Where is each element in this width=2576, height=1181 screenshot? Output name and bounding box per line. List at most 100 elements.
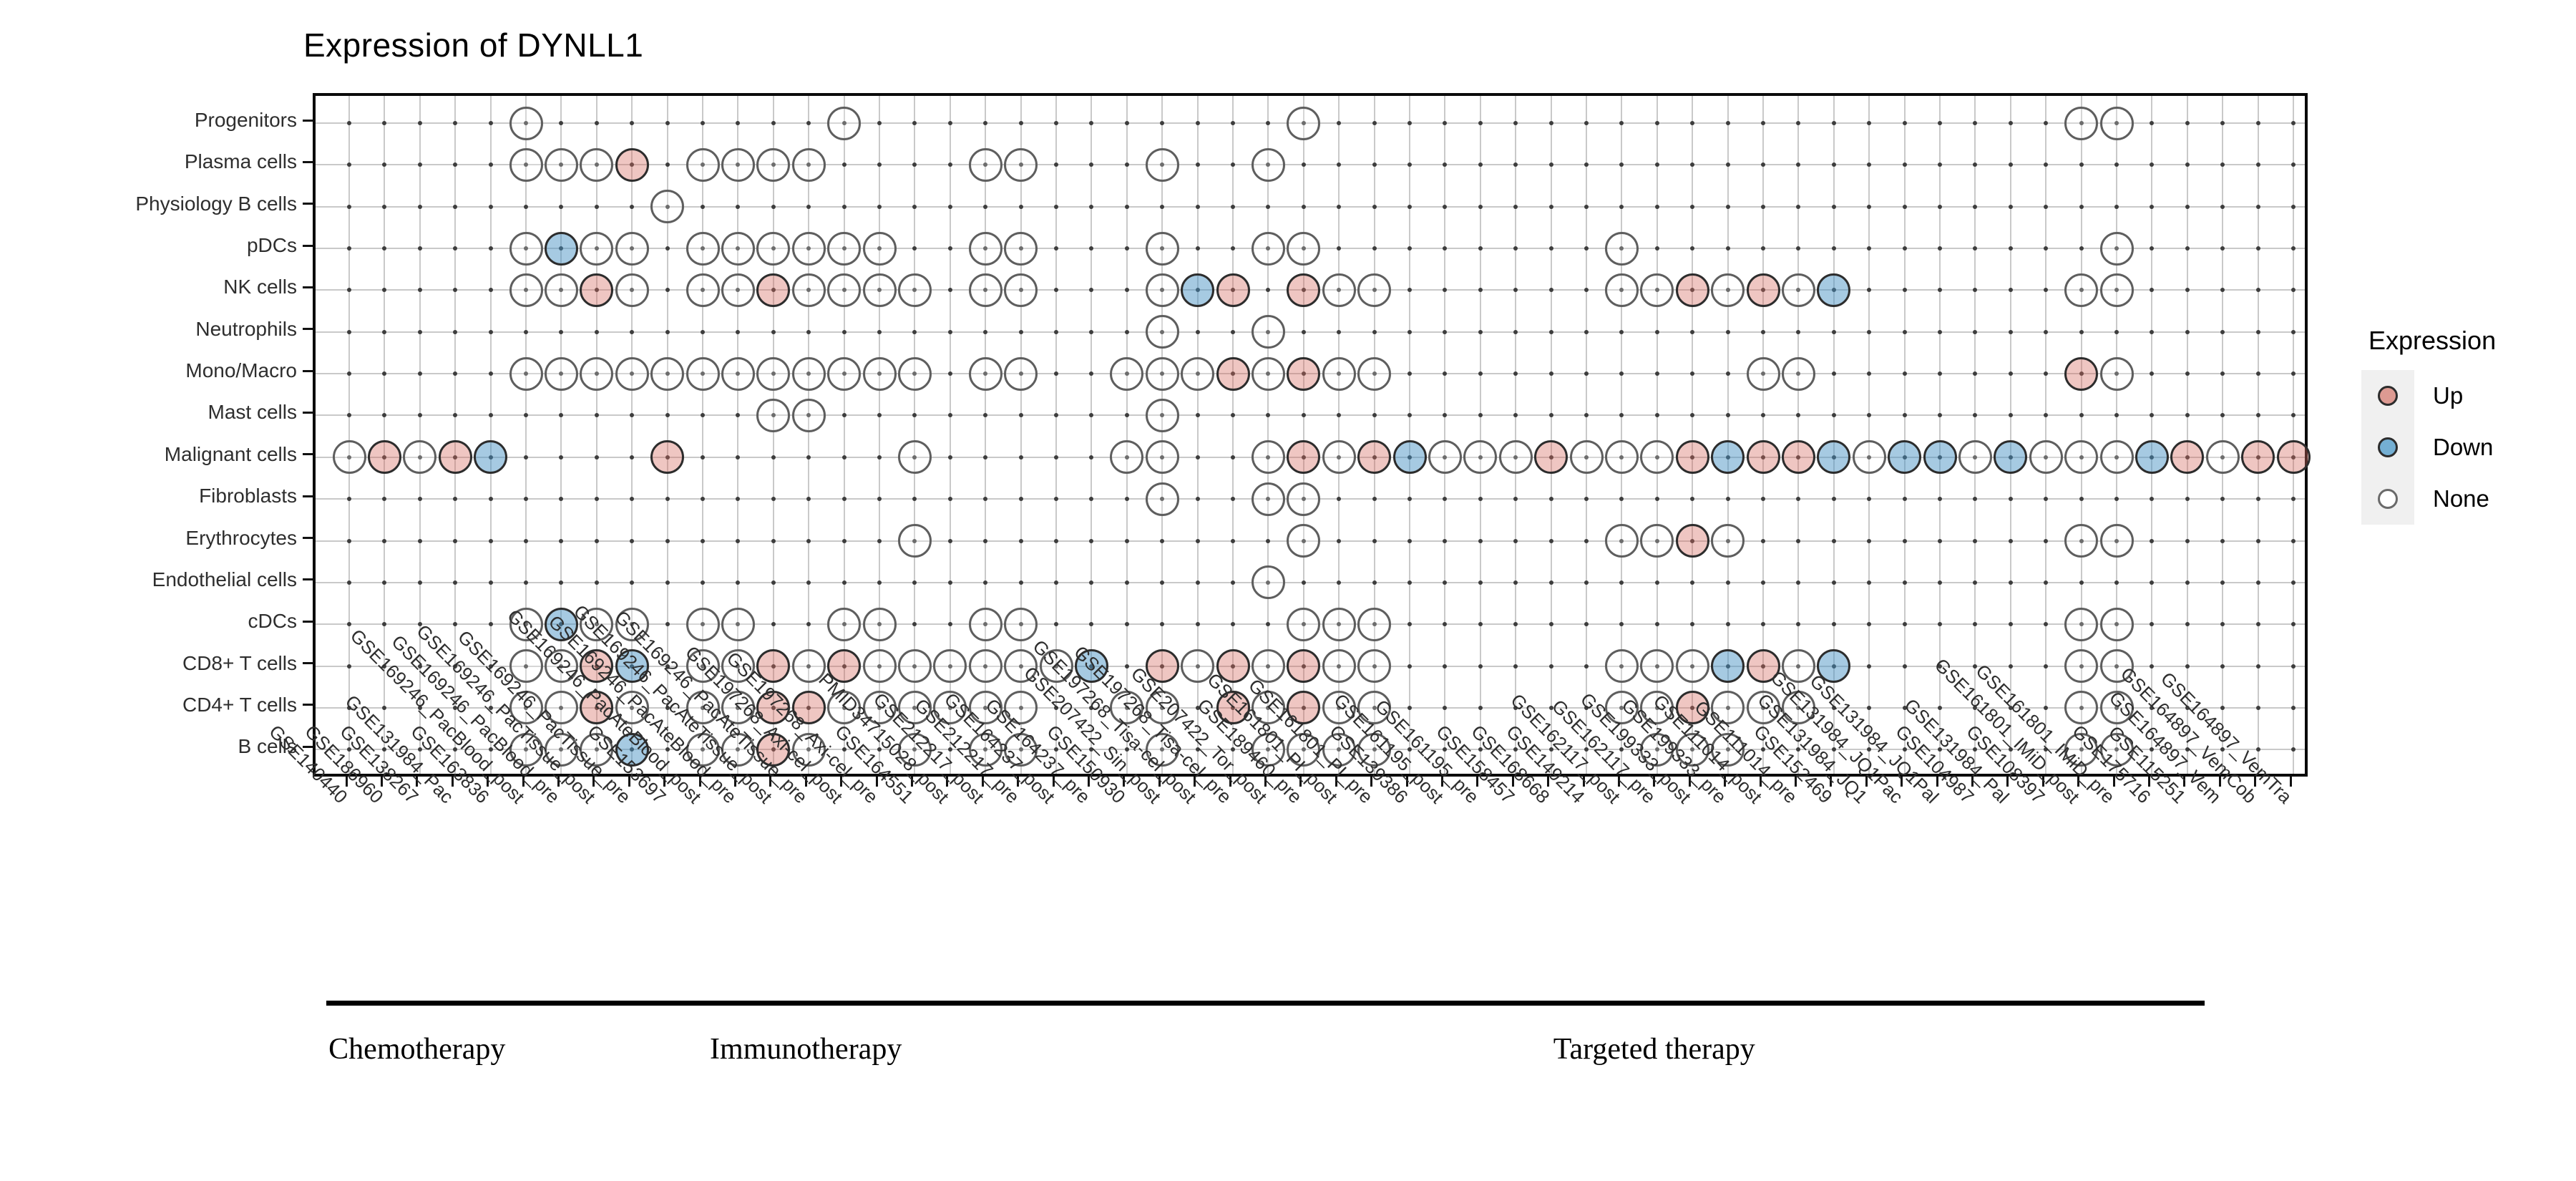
grid-point — [771, 622, 776, 627]
grid-point — [1973, 246, 1978, 251]
grid-point — [2150, 371, 2155, 376]
grid-point — [2291, 329, 2296, 334]
grid-point — [630, 121, 635, 125]
y-axis-tick — [303, 119, 313, 122]
grid-point — [877, 747, 882, 752]
grid-point — [2255, 121, 2260, 125]
expression-dot — [1711, 732, 1745, 767]
grid-point — [1831, 121, 1836, 125]
expression-dot — [1852, 440, 1886, 475]
expression-dot — [686, 273, 720, 307]
grid-point — [2044, 162, 2049, 167]
grid-point — [665, 580, 670, 585]
grid-point — [1902, 747, 1907, 752]
grid-point — [382, 121, 387, 125]
grid-hline — [316, 331, 2305, 333]
grid-point — [524, 329, 528, 334]
grid-point — [665, 622, 670, 627]
y-axis-tick — [303, 537, 313, 539]
grid-point — [1443, 538, 1448, 543]
grid-point — [1443, 497, 1448, 502]
grid-point — [1266, 288, 1271, 293]
grid-point — [594, 580, 599, 585]
grid-point — [2255, 664, 2260, 669]
grid-point — [2220, 747, 2225, 752]
grid-point — [877, 413, 882, 418]
grid-point — [947, 622, 952, 627]
grid-point — [1725, 497, 1730, 502]
grid-point — [877, 455, 882, 460]
grid-point — [2044, 288, 2049, 293]
grid-point — [736, 538, 741, 543]
grid-point — [1548, 538, 1553, 543]
grid-point — [1584, 204, 1589, 209]
grid-point — [947, 455, 952, 460]
grid-point — [1018, 413, 1023, 418]
grid-point — [417, 246, 422, 251]
grid-point — [1796, 538, 1801, 543]
grid-point — [382, 371, 387, 376]
grid-point — [1372, 204, 1377, 209]
grid-point — [947, 121, 952, 125]
expression-dot — [1322, 649, 1356, 684]
grid-point — [1443, 580, 1448, 585]
grid-point — [736, 329, 741, 334]
grid-point — [1867, 162, 1872, 167]
expression-dot — [1604, 440, 1639, 475]
expression-dot — [2064, 649, 2099, 684]
grid-point — [1867, 371, 1872, 376]
grid-point — [2291, 162, 2296, 167]
grid-point — [806, 580, 811, 585]
expression-dot — [544, 231, 578, 266]
expression-dot — [1145, 147, 1179, 182]
grid-point — [1018, 497, 1023, 502]
grid-point — [983, 455, 988, 460]
grid-point — [1725, 204, 1730, 209]
grid-point — [2255, 288, 2260, 293]
expression-dot — [1216, 649, 1250, 684]
grid-point — [2150, 497, 2155, 502]
expression-dot — [721, 607, 755, 641]
grid-point — [1584, 622, 1589, 627]
expression-dot — [827, 691, 862, 725]
grid-point — [524, 497, 528, 502]
expression-dot — [1322, 356, 1356, 391]
expression-dot — [2064, 524, 2099, 558]
expression-dot — [686, 649, 720, 684]
grid-point — [1160, 622, 1165, 627]
grid-point — [1690, 329, 1695, 334]
grid-point — [1372, 121, 1377, 125]
grid-vline — [1020, 96, 1022, 774]
grid-point — [1761, 121, 1765, 125]
grid-point — [2044, 246, 2049, 251]
expression-dot — [791, 649, 826, 684]
grid-point — [1089, 580, 1094, 585]
expression-dot — [862, 691, 897, 725]
x-axis-tick — [733, 777, 736, 787]
grid-point — [1372, 329, 1377, 334]
grid-point — [594, 497, 599, 502]
grid-point — [1513, 747, 1518, 752]
grid-point — [2291, 288, 2296, 293]
grid-point — [1372, 162, 1377, 167]
grid-point — [1513, 664, 1518, 669]
grid-point — [453, 664, 458, 669]
grid-point — [2079, 204, 2084, 209]
grid-point — [2185, 538, 2190, 543]
grid-point — [1443, 664, 1448, 669]
grid-vline — [1055, 96, 1057, 774]
grid-point — [1018, 580, 1023, 585]
grid-point — [2044, 121, 2049, 125]
expression-dot — [1675, 273, 1709, 307]
grid-point — [912, 580, 917, 585]
grid-point — [347, 288, 351, 293]
grid-point — [1124, 497, 1129, 502]
grid-point — [1761, 622, 1765, 627]
grid-point — [1973, 121, 1978, 125]
grid-point — [1478, 580, 1483, 585]
grid-point — [1548, 121, 1553, 125]
grid-point — [417, 162, 422, 167]
grid-point — [1690, 162, 1695, 167]
x-axis-tick — [1759, 777, 1762, 787]
grid-point — [1831, 371, 1836, 376]
